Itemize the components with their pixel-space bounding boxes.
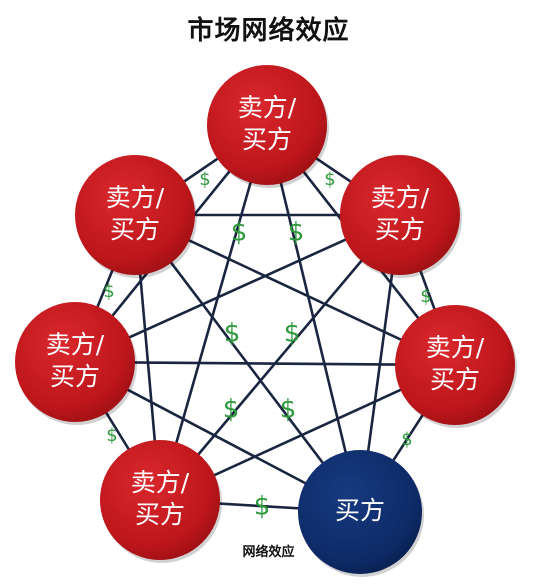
dollar-icon: $ (288, 218, 305, 248)
node-label: 买方 (375, 215, 425, 244)
seller-buyer-node-circle (340, 155, 460, 275)
dollar-icon: $ (231, 218, 248, 248)
node-label: 卖方/ (106, 183, 165, 212)
node-label: 买方 (110, 215, 160, 244)
buyer-node-circle (298, 450, 422, 574)
seller-buyer-node-circle (395, 305, 515, 425)
node-label: 买方 (242, 125, 292, 154)
seller-buyer-node-circle (75, 155, 195, 275)
node-middle-right: 卖方/买方 (395, 305, 517, 428)
node-bottom-left: 卖方/买方 (100, 440, 222, 563)
diagram-title: 市场网络效应 (187, 16, 350, 46)
node-label: 买方 (335, 496, 385, 525)
node-label: 卖方/ (238, 93, 297, 122)
dollar-icon: $ (280, 395, 297, 425)
node-top: 卖方/买方 (207, 65, 329, 188)
dollar-icon: $ (106, 425, 117, 446)
node-label: 卖方/ (46, 330, 105, 359)
dollar-icon: $ (103, 281, 114, 302)
dollar-signs: $ $ $ $ $ $ $ $ $ $ $ $ $ (103, 169, 431, 522)
node-label: 卖方/ (131, 468, 190, 497)
node-label: 买方 (430, 365, 480, 394)
node-upper-left: 卖方/买方 (75, 155, 197, 278)
node-upper-right: 卖方/买方 (340, 155, 462, 278)
node-label: 买方 (50, 362, 100, 391)
connector-top-bottom-left (158, 124, 269, 501)
connector-upper-right-bottom-left (159, 214, 401, 501)
dollar-icon: $ (401, 429, 412, 450)
node-middle-left: 卖方/买方 (15, 302, 137, 425)
diagram-caption: 网络效应 (242, 545, 295, 560)
connector-middle-left-middle-right (74, 360, 456, 367)
seller-buyer-node-circle (15, 302, 135, 422)
node-label: 买方 (135, 500, 185, 529)
dollar-icon: $ (324, 169, 335, 190)
dollar-icon: $ (284, 319, 301, 349)
seller-buyer-node-circle (207, 65, 327, 185)
seller-buyer-node-circle (100, 440, 220, 560)
dollar-icon: $ (224, 319, 241, 349)
nodes: 卖方/买方卖方/买方卖方/买方卖方/买方卖方/买方卖方/买方买方 (15, 65, 517, 577)
node-label: 卖方/ (371, 183, 430, 212)
dollar-icon: $ (420, 286, 431, 307)
dollar-icon: $ (223, 395, 240, 425)
dollar-icon: $ (199, 169, 210, 190)
dollar-icon: $ (254, 492, 271, 522)
node-bottom-right: 买方 (298, 450, 424, 577)
node-label: 卖方/ (426, 333, 485, 362)
